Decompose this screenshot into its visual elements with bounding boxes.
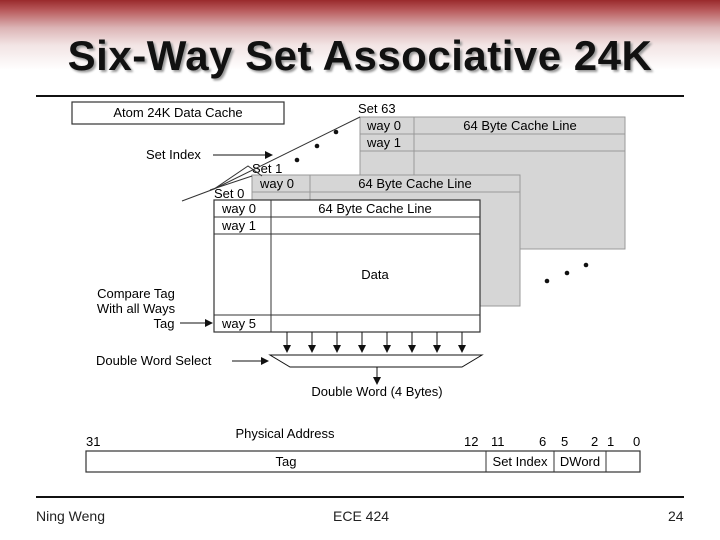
set-index-label: Set Index	[146, 147, 201, 162]
dword-select-arrows	[283, 332, 466, 353]
set63-way1: way 1	[366, 135, 401, 150]
slide-title: Six-Way Set Associative 24K	[67, 32, 653, 79]
footer-course: ECE 424	[333, 508, 390, 524]
set-0-label: Set 0	[214, 186, 244, 201]
set1-cache-line: 64 Byte Cache Line	[358, 176, 471, 191]
footer-author: Ning Weng	[36, 508, 106, 524]
address-bit-labels: 31 12 11 6 5 2 1 0	[86, 434, 640, 449]
compare-tag-line1: Compare Tag	[97, 286, 175, 301]
cache-title: Atom 24K Data Cache	[113, 105, 242, 120]
dword-output-label: Double Word (4 Bytes)	[311, 384, 442, 399]
bit-2: 2	[591, 434, 598, 449]
dword-select-label: Double Word Select	[96, 353, 212, 368]
tag-field: Tag	[276, 454, 297, 469]
compare-tag-line2: With all Ways	[97, 301, 176, 316]
set0-way1: way 1	[221, 218, 256, 233]
title-rule	[36, 95, 684, 97]
set63-cache-line: 64 Byte Cache Line	[463, 118, 576, 133]
footer-rule	[36, 496, 684, 498]
dword-field: DWord	[560, 454, 600, 469]
set-63-label: Set 63	[358, 101, 396, 116]
bit-12: 12	[464, 434, 478, 449]
set-1-label: Set 1	[252, 161, 282, 176]
set1-way0: way 0	[259, 176, 294, 191]
set63-way0: way 0	[366, 118, 401, 133]
bit-31: 31	[86, 434, 100, 449]
title-band	[0, 0, 720, 92]
bit-6: 6	[539, 434, 546, 449]
footer-page-number: 24	[668, 508, 684, 524]
set0-way5: way 5	[221, 316, 256, 331]
set-index-field: Set Index	[493, 454, 548, 469]
compare-tag-line3: Tag	[154, 316, 175, 331]
bit-11: 11	[491, 434, 505, 449]
data-label: Data	[361, 267, 389, 282]
bit-0: 0	[633, 434, 640, 449]
set-0-plane: way 0 way 1 way 5 64 Byte Cache Line Dat…	[213, 199, 481, 333]
cache-title-box: Atom 24K Data Cache	[71, 101, 285, 125]
set0-cache-line: 64 Byte Cache Line	[318, 201, 431, 216]
physical-address-title: Physical Address	[236, 426, 335, 441]
dword-mux	[268, 354, 484, 368]
ellipsis-dots-right	[544, 262, 589, 284]
bit-5: 5	[561, 434, 568, 449]
ellipsis-dots-top	[294, 129, 339, 163]
address-fields: Tag Set Index DWord	[85, 450, 641, 473]
set0-way0: way 0	[221, 201, 256, 216]
perspective-lines	[181, 116, 361, 202]
bit-1: 1	[607, 434, 614, 449]
